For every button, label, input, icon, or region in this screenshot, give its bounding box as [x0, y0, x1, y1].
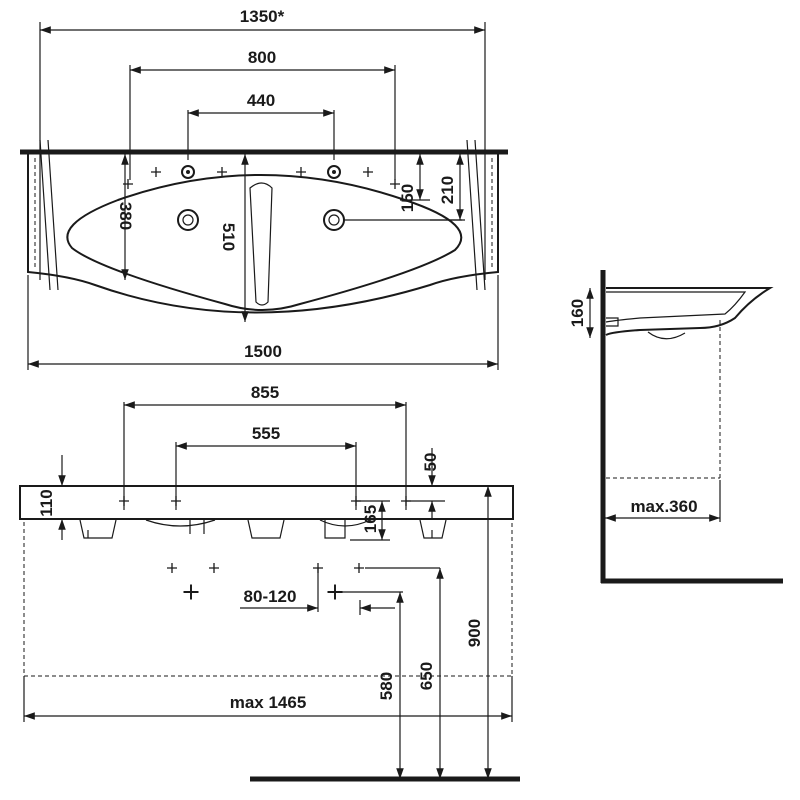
bowl-outline — [66, 174, 462, 311]
dim-total-width: 1500 — [244, 342, 282, 361]
dim-top-inner-taps: 440 — [247, 91, 275, 110]
dim-side-height: 160 — [568, 299, 587, 327]
dim-front-900: 900 — [465, 619, 484, 647]
dim-rim-210: 210 — [438, 176, 457, 204]
drain-right — [323, 209, 345, 231]
tap-hole-left — [181, 165, 195, 179]
dim-top-outer-taps: 800 — [248, 48, 276, 67]
front-view: 855 555 50 110 165 — [19, 383, 520, 782]
dim-rim-150: 150 — [398, 184, 417, 212]
dim-front-165: 165 — [361, 505, 380, 533]
top-view: 1350* 800 440 — [20, 7, 508, 370]
dim-top-overall: 1350* — [240, 7, 285, 26]
side-basin-profile — [605, 287, 774, 336]
dim-center-depth: 510 — [219, 223, 238, 251]
dim-front-855: 855 — [251, 383, 279, 402]
drain-left — [177, 209, 199, 231]
dim-side-max: max.360 — [630, 497, 697, 516]
front-basin-body — [19, 485, 514, 520]
basin-outline — [27, 154, 499, 314]
tap-hole-right — [327, 165, 341, 179]
dim-front-580: 580 — [377, 672, 396, 700]
side-view: 160 max.360 — [568, 270, 783, 584]
dim-front-max-width: max 1465 — [230, 693, 307, 712]
dim-front-80-120: 80-120 — [244, 587, 297, 606]
dim-bowl-depth: 380 — [116, 202, 135, 230]
dim-front-50: 50 — [421, 453, 440, 472]
dim-front-110: 110 — [37, 489, 56, 516]
dim-front-555: 555 — [252, 424, 280, 443]
